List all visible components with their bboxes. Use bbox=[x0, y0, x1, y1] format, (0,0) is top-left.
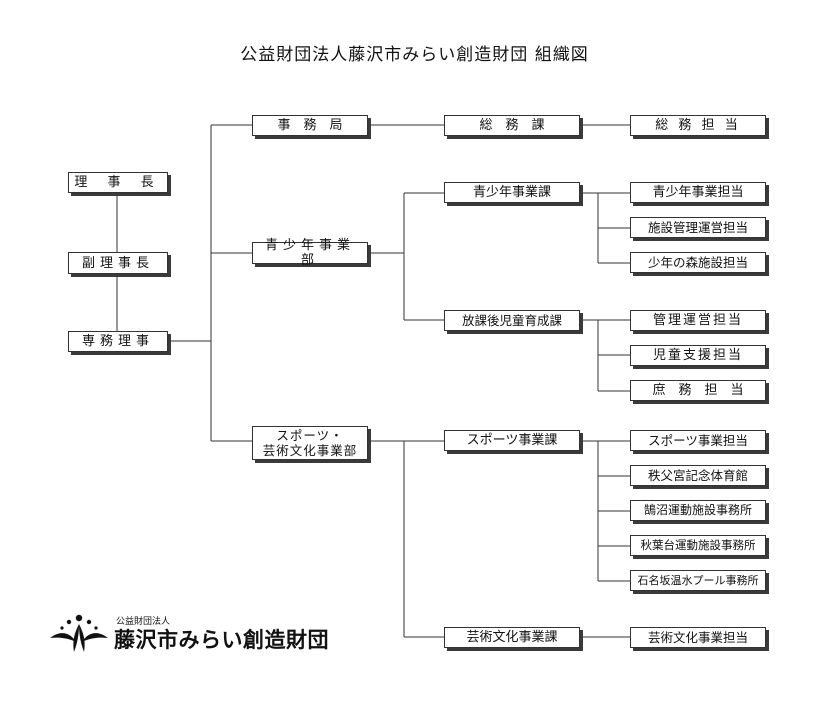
box-secretariat: 事 務 局 bbox=[252, 115, 368, 136]
box-akibadai-office: 秋葉台運動施設事務所 bbox=[630, 535, 766, 556]
foundation-logo-icon bbox=[50, 614, 108, 652]
box-youth-business-section: 青少年事業課 bbox=[444, 182, 580, 203]
box-after-school-section: 放課後児童育成課 bbox=[444, 310, 580, 331]
box-arts-business-unit: 芸術文化事業担当 bbox=[630, 627, 766, 648]
chart-title: 公益財団法人藤沢市みらい創造財団 組織図 bbox=[240, 45, 589, 65]
box-sports-business-unit: スポーツ事業担当 bbox=[630, 430, 766, 451]
box-ishinazaka-office: 石名坂温水プール事務所 bbox=[630, 570, 766, 591]
box-child-support-unit: 児童支援担当 bbox=[630, 345, 766, 366]
box-general-affairs-unit: 総 務 担 当 bbox=[630, 115, 766, 136]
box-kugenuma-office: 鵠沼運動施設事務所 bbox=[630, 500, 766, 521]
box-youth-forest-unit: 少年の森施設担当 bbox=[630, 252, 766, 273]
box-general-affairs-section: 総 務 課 bbox=[444, 115, 580, 136]
box-youth-department: 青少年事業部 bbox=[252, 238, 368, 268]
box-sports-arts-department: スポーツ・ 芸術文化事業部 bbox=[252, 426, 368, 460]
box-clerical-unit: 庶 務 担 当 bbox=[630, 380, 766, 401]
box-chichibunomiya-gym: 秩父宮記念体育館 bbox=[630, 465, 766, 486]
logo-subtitle: 公益財団法人 bbox=[116, 617, 171, 627]
box-managing-director: 専務理事 bbox=[68, 331, 168, 352]
box-sports-business-section: スポーツ事業課 bbox=[444, 430, 580, 451]
box-arts-business-section: 芸術文化事業課 bbox=[444, 627, 580, 648]
logo-name: 藤沢市みらい創造財団 bbox=[114, 628, 329, 652]
box-management-operation-unit: 管理運営担当 bbox=[630, 310, 766, 331]
box-chairman: 理 事 長 bbox=[68, 172, 168, 193]
box-vice-chairman: 副理事長 bbox=[68, 252, 168, 274]
box-facility-management-unit: 施設管理運営担当 bbox=[630, 217, 766, 238]
box-youth-business-unit: 青少年事業担当 bbox=[630, 182, 766, 203]
